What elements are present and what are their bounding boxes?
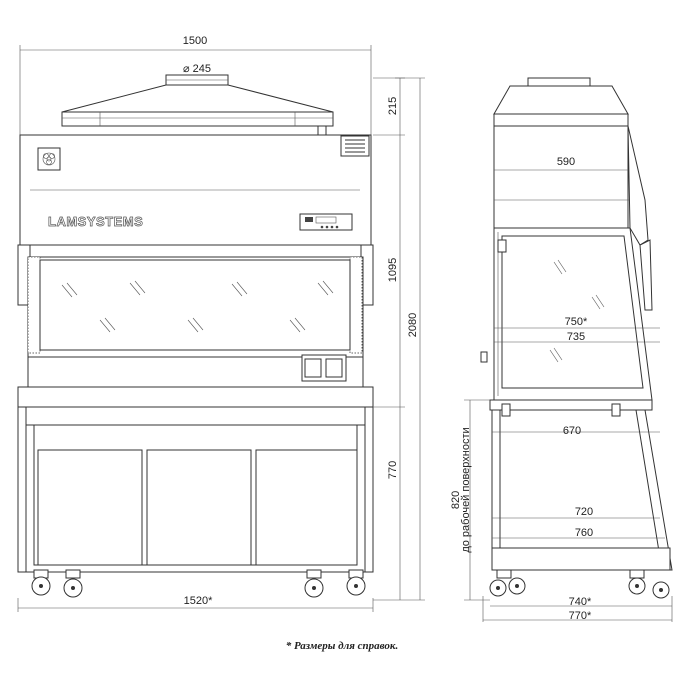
dim-735: 735 xyxy=(567,331,585,343)
front-sash-glass xyxy=(39,259,351,351)
dim-750: 750* xyxy=(565,316,588,328)
dim-760: 760 xyxy=(575,527,593,539)
side-hood xyxy=(493,85,629,115)
biohazard-icon xyxy=(37,147,61,171)
side-stand: 670 720 760 xyxy=(491,409,673,571)
dim-width-top: 1500 xyxy=(183,35,207,47)
control-panel-icon xyxy=(299,213,353,231)
brand-logo: LAMSYSTEMS xyxy=(48,214,143,229)
dim-cabinet-height: 1095 xyxy=(387,258,399,282)
dim-work-height: 820 xyxy=(450,491,462,509)
dim-stand-height: 770 xyxy=(387,461,399,479)
dim-770: 770* xyxy=(569,610,592,622)
reference-note: * Размеры для справок. xyxy=(285,640,399,652)
dim-720: 720 xyxy=(575,506,593,518)
exhaust-hood xyxy=(61,84,334,113)
dim-670: 670 xyxy=(563,425,581,437)
dim-hood-height: 215 xyxy=(387,97,399,115)
dim-590: 590 xyxy=(557,156,575,168)
side-wheel-icon xyxy=(489,569,670,599)
wheel-icon xyxy=(31,569,366,598)
side-view: 590 750* 735 670 720 xyxy=(450,77,673,622)
dim-width-bottom: 1520* xyxy=(184,595,213,607)
stand-frame xyxy=(17,406,374,573)
socket-panel xyxy=(301,354,347,382)
work-height-caption: до рабочей поверхности xyxy=(460,427,472,552)
dim-duct-diameter: ⌀ 245 xyxy=(183,63,211,75)
dim-740: 740* xyxy=(569,596,592,608)
front-view: 1500 ⌀ 245 LAMSYSTEMS xyxy=(17,35,425,612)
dim-total-height: 2080 xyxy=(407,313,419,337)
vent-grille xyxy=(340,135,370,157)
